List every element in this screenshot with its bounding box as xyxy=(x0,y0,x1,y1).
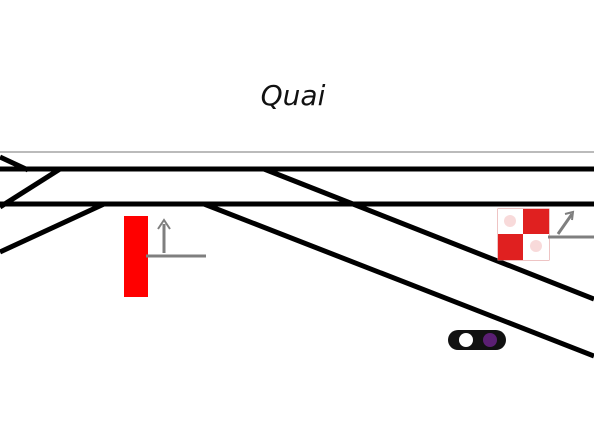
light-white-dot xyxy=(459,333,473,347)
right-signal-group xyxy=(497,208,594,261)
dwarf-signal-icon xyxy=(448,330,506,350)
page-title: Quai xyxy=(261,79,326,112)
left-signal-group xyxy=(124,216,206,297)
track-right-lower-diagonal xyxy=(203,201,594,359)
track-left-lower-branch xyxy=(0,201,106,255)
diagonal-arrow-icon xyxy=(564,210,575,221)
track-right-upper-diagonal xyxy=(263,166,594,302)
track-left-crossover xyxy=(0,166,62,210)
right-signal-pole-upright xyxy=(556,213,574,235)
red-signal-icon xyxy=(124,216,148,297)
up-arrow-icon xyxy=(157,218,171,230)
position-light-group xyxy=(448,330,506,350)
light-purple-dot xyxy=(483,333,497,347)
track-left-short-diagonal xyxy=(0,154,30,173)
